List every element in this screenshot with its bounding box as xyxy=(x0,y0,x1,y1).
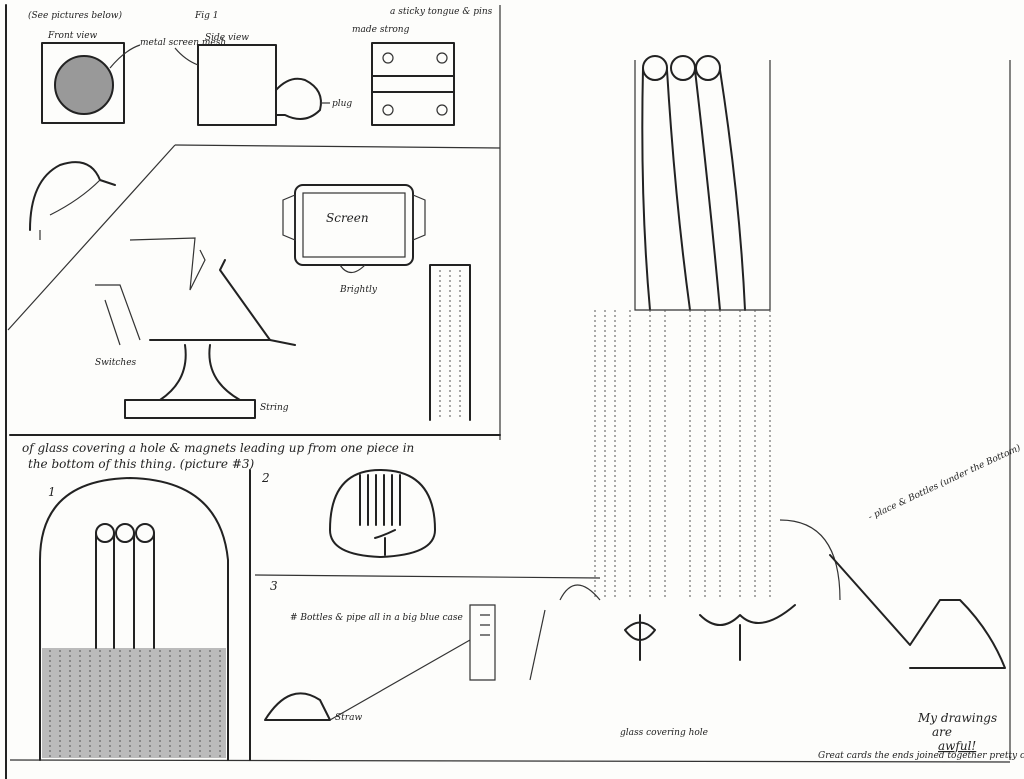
front-view-figure xyxy=(41,42,141,124)
made-strong-label: made strong xyxy=(352,25,410,35)
sticky-label: a sticky tongue & pins xyxy=(390,7,493,17)
fig-label: Fig 1 xyxy=(194,11,218,21)
plate-figure xyxy=(371,42,455,126)
screen-label: Screen xyxy=(326,211,369,225)
side-view-label: Side view xyxy=(205,33,249,43)
screen-figure xyxy=(282,184,426,274)
signature-line-2: are xyxy=(932,725,952,739)
panel-number-1: 1 xyxy=(48,485,56,499)
switches-label: Switches xyxy=(95,358,137,368)
stand-figure xyxy=(95,259,296,419)
signature-line-3: awful! xyxy=(938,739,976,753)
note-left: # Bottles & pipe all in a big blue case xyxy=(290,613,463,623)
brightly-label: Brightly xyxy=(339,285,378,295)
magnet-figure xyxy=(329,469,436,558)
footer-note: Great cards the ends joined together pre… xyxy=(818,751,1024,761)
cable-figure xyxy=(29,161,116,231)
front-view-label: Front view xyxy=(47,31,98,41)
panel-number-3: 3 xyxy=(270,579,278,593)
see-pictures-label: (See pictures below) xyxy=(28,10,122,21)
straw-label: Straw xyxy=(335,713,362,723)
string-label: String xyxy=(260,403,289,413)
caption-line-1: of glass covering a hole & magnets leadi… xyxy=(22,441,414,455)
tall-bottles-figure xyxy=(559,55,841,661)
side-view-figure xyxy=(174,44,330,126)
panel-number-2: 2 xyxy=(261,471,270,485)
glass-covering-hole-label: glass covering hole xyxy=(620,728,708,738)
dome-figure xyxy=(264,692,331,721)
signature-line-1: My drawings xyxy=(917,711,997,725)
plug-label: plug xyxy=(332,99,352,109)
ramp-figure xyxy=(829,554,1006,669)
metal-screen-label: metal screen mesh xyxy=(140,38,226,48)
caption-line-2: the bottom of this thing. (picture #3) xyxy=(28,457,255,471)
bottles-in-case-figure xyxy=(39,477,229,761)
